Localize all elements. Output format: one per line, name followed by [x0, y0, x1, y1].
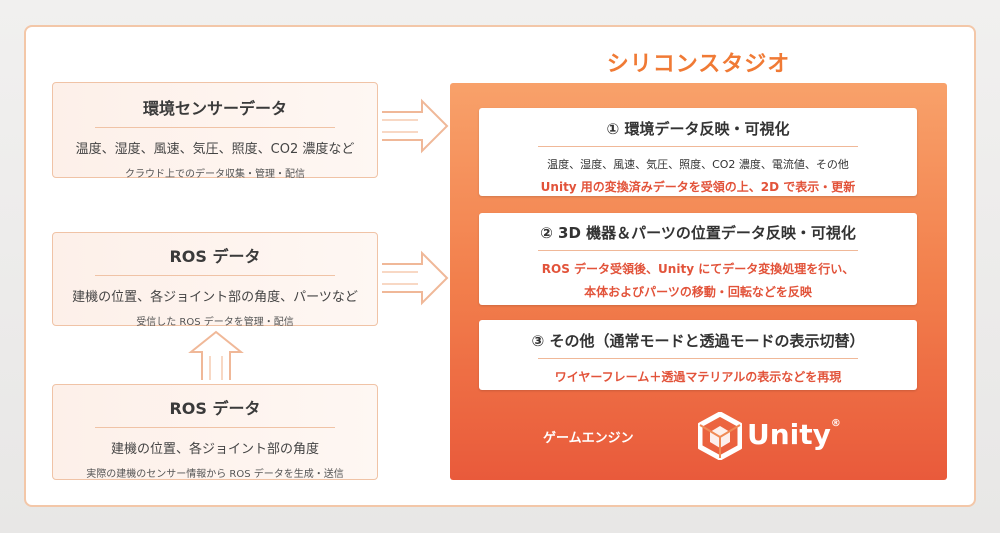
env-sensor-title: 環境センサーデータ: [142, 99, 287, 118]
game-engine-label: ゲームエンジン: [543, 431, 634, 446]
ros-middle-note: 受信した ROS データを管理・配信: [136, 317, 294, 328]
ros-middle-desc: 建機の位置、各ジョイント部の角度、パーツなど: [72, 290, 358, 305]
card1-text: 温度、湿度、風速、気圧、照度、CO2 濃度、電流値、その他: [547, 158, 849, 171]
unity-wordmark: Unity®: [747, 418, 841, 451]
card2-divider: [538, 250, 858, 251]
arrow-up-icon: [188, 330, 244, 380]
card-3d-position: ② 3D 機器＆パーツの位置データ反映・可視化 ROS データ受領後、Unity…: [479, 213, 917, 305]
card2-red-text-2: 本体およびパーツの移動・回転などを反映: [584, 285, 812, 299]
unity-registered-mark: ®: [830, 418, 841, 429]
card2-red-text-1: ROS データ受領後、Unity にてデータ変換処理を行い、: [541, 262, 855, 276]
env-sensor-note: クラウド上でのデータ収集・管理・配信: [125, 169, 305, 180]
ros-data-box-bottom: ROS データ 建機の位置、各ジョイント部の角度 実際の建機のセンサー情報から …: [52, 384, 378, 480]
ros-middle-title: ROS データ: [169, 247, 261, 266]
arrow-right-icon: [382, 250, 449, 306]
card-display-mode: ③ その他（通常モードと透過モードの表示切替） ワイヤーフレーム＋透過マテリアル…: [479, 320, 917, 390]
card3-title: ③ その他（通常モードと透過モードの表示切替）: [531, 332, 865, 350]
unity-wordmark-text: Unity: [747, 418, 831, 451]
card3-divider: [538, 358, 858, 359]
ros-bottom-divider: [95, 427, 335, 428]
env-sensor-divider: [95, 127, 335, 128]
card2-title: ② 3D 機器＆パーツの位置データ反映・可視化: [540, 224, 856, 242]
card-env-visualization: ① 環境データ反映・可視化 温度、湿度、風速、気圧、照度、CO2 濃度、電流値、…: [479, 108, 917, 196]
card1-red-text: Unity 用の変換済みデータを受領の上、2D で表示・更新: [540, 180, 856, 194]
ros-bottom-desc: 建機の位置、各ジョイント部の角度: [110, 442, 319, 457]
ros-data-box-middle: ROS データ 建機の位置、各ジョイント部の角度、パーツなど 受信した ROS …: [52, 232, 378, 328]
card1-divider: [538, 146, 858, 147]
silicon-studio-title: シリコンスタジオ: [606, 52, 791, 77]
ros-bottom-title: ROS データ: [169, 399, 261, 418]
env-sensor-desc: 温度、湿度、風速、気圧、照度、CO2 濃度など: [75, 142, 355, 157]
unity-logo-icon: [698, 412, 742, 460]
arrow-right-icon: [382, 98, 449, 154]
ros-bottom-note: 実際の建機のセンサー情報から ROS データを生成・送信: [86, 469, 344, 480]
ros-middle-divider: [95, 275, 335, 276]
card1-title: ① 環境データ反映・可視化: [606, 120, 790, 138]
env-sensor-box: 環境センサーデータ 温度、湿度、風速、気圧、照度、CO2 濃度など クラウド上で…: [52, 82, 378, 180]
card3-red-text: ワイヤーフレーム＋透過マテリアルの表示などを再現: [554, 370, 842, 384]
